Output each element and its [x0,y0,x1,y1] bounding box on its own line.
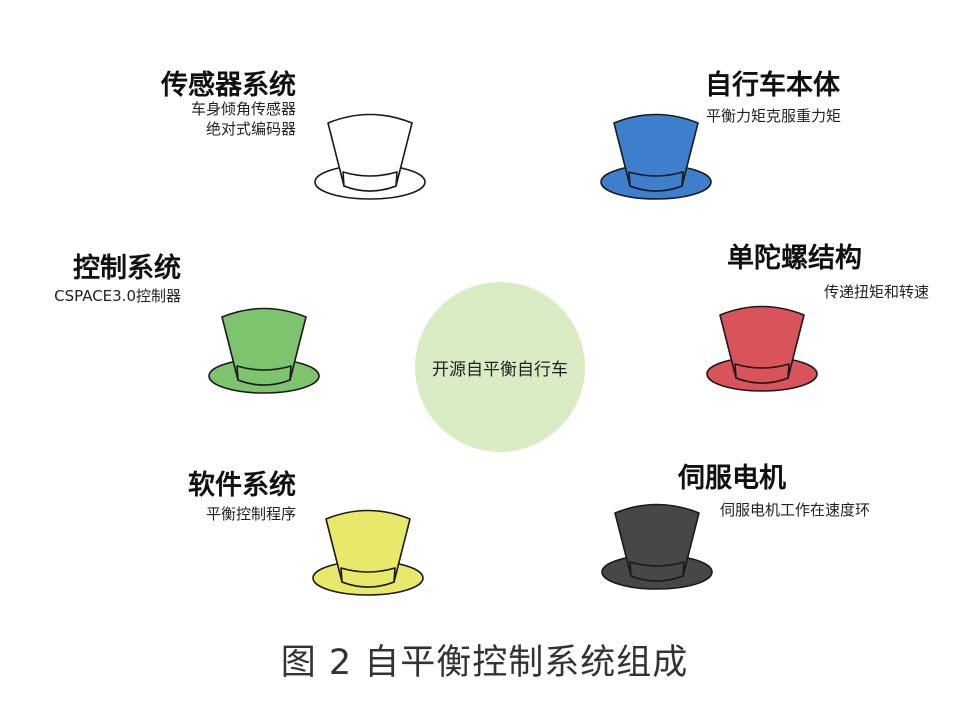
center-circle: 开源自平衡自行车 [415,282,585,452]
servo-motor-line-1: 伺服电机工作在速度环 [720,501,871,519]
figure-caption: 图 2 自平衡控制系统组成 [280,643,689,683]
gyro-structure-line-1: 传递扭矩和转速 [823,283,929,301]
software-hat-icon [312,509,424,596]
bike-body-title: 自行车本体 [705,70,840,101]
gyro-structure-hat-icon [706,305,818,392]
sensor-system-title: 传感器系统 [161,70,296,101]
servo-motor-title: 伺服电机 [678,463,786,494]
sensor-hat-icon [314,113,426,200]
software-system-title: 软件系统 [188,470,296,501]
bike-body-hat-icon [600,113,712,200]
control-system-line-1: CSPACE3.0控制器 [54,287,181,305]
sensor-system-line-1: 车身倾角传感器 [190,100,296,118]
software-system-line-1: 平衡控制程序 [205,505,296,523]
center-label: 开源自平衡自行车 [432,359,568,380]
control-hat-icon [208,307,320,394]
servo-motor-hat-icon [601,503,713,590]
sensor-system-line-2: 绝对式编码器 [205,120,296,138]
gyro-structure-title: 单陀螺结构 [727,243,862,274]
control-system-title: 控制系统 [73,253,181,284]
bike-body-line-1: 平衡力矩克服重力矩 [706,107,842,125]
